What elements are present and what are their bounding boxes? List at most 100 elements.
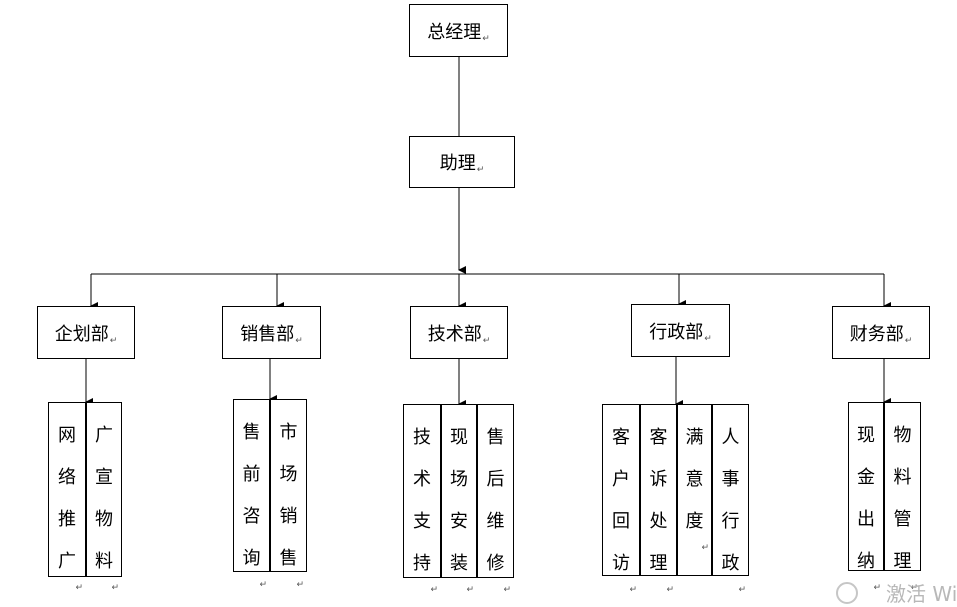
sub-unit-column: 物料管理 ↵ [884, 402, 921, 593]
node-general-manager: 总经理↵ [409, 4, 508, 57]
node-assistant-label: 助理 [439, 153, 476, 174]
sub-unit-column: 客诉处理 ↵ [640, 404, 677, 595]
watermark-text: 激活 Wi [886, 582, 957, 606]
paragraph-mark: ↵ [296, 580, 304, 590]
sub-unit-char: 处 [649, 511, 668, 532]
sub-unit-char: 意 [685, 469, 704, 490]
sub-unit-column: 售后维修 ↵ [477, 404, 514, 595]
sub-unit-column: 现场安装 ↵ [441, 404, 477, 595]
sub-unit-char: 回 [612, 511, 630, 532]
sub-unit-column: 现金出纳 ↵ [848, 402, 884, 593]
sub-unit-column: 售前咨询 ↵ [233, 399, 270, 590]
sub-unit-char: 装 [450, 553, 468, 574]
node-dept-jishu: 技术部↵ [410, 306, 508, 359]
sub-unit-char: 持 [413, 553, 431, 574]
sub-unit-char: 咨 [242, 506, 261, 527]
sub-unit-char: 售 [279, 548, 298, 569]
sub-unit-char: 访 [612, 553, 630, 574]
paragraph-mark: ↵ [666, 585, 674, 595]
sub-unit-char: 支 [413, 511, 431, 532]
sub-unit-char: 宣 [95, 467, 113, 488]
sub-unit-char: 安 [450, 511, 468, 532]
sub-unit-char: 物 [893, 425, 912, 446]
paragraph-mark: ↵ [259, 580, 267, 590]
sub-unit-char: 理 [893, 551, 912, 572]
paragraph-mark: ↵ [75, 583, 83, 593]
paragraph-mark: ↵ [111, 583, 119, 593]
sub-unit-char: 售 [486, 427, 505, 448]
node-dept-caiwu: 财务部↵ [832, 306, 930, 359]
node-dept-qihua: 企划部↵ [37, 306, 135, 359]
paragraph-mark: ↵ [476, 165, 485, 175]
node-general-manager-label: 总经理 [427, 21, 482, 43]
sub-unit-char: 出 [857, 509, 875, 530]
dept-label: 财务部 [849, 323, 904, 345]
node-dept-xiaoshou: 销售部↵ [222, 306, 321, 359]
sub-unit-char: 诉 [649, 469, 668, 490]
sub-unit-char: 后 [486, 469, 505, 490]
sub-unit-char: 询 [242, 548, 261, 569]
sub-unit-char: 度 [685, 511, 704, 532]
sub-unit-column: 技术支持 ↵ [403, 404, 441, 595]
paragraph-mark: ↵ [503, 585, 511, 595]
paragraph-mark: ↵ [701, 543, 709, 553]
sub-unit-char: 术 [413, 469, 431, 490]
sub-unit-char: 现 [450, 427, 468, 448]
paragraph-mark: ↵ [629, 585, 637, 595]
sub-unit-char: 物 [95, 509, 113, 530]
paragraph-mark: ↵ [482, 34, 490, 44]
sub-unit-char: 行 [721, 511, 740, 532]
paragraph-mark: ↵ [873, 583, 881, 593]
paragraph-mark: ↵ [738, 585, 746, 595]
sub-unit-char: 金 [857, 467, 875, 488]
dept-label: 技术部 [427, 323, 482, 345]
sub-unit-char: 场 [279, 464, 298, 485]
sub-unit-char: 修 [486, 553, 505, 574]
paragraph-mark: ↵ [482, 336, 491, 346]
sub-unit-char: 技 [413, 427, 431, 448]
sub-unit-char: 客 [649, 427, 668, 448]
sub-unit-char: 场 [450, 469, 468, 490]
sub-unit-char: 管 [893, 509, 912, 530]
sub-unit-char: 市 [279, 422, 298, 443]
sub-unit-char: 维 [486, 511, 505, 532]
sub-unit-column: 市场销售 ↵ [270, 399, 307, 590]
sub-unit-char: 政 [721, 553, 740, 574]
sub-unit-char: 理 [649, 553, 668, 574]
sub-unit-char: 料 [893, 467, 912, 488]
sub-unit-column: 人事行政 ↵ [712, 404, 749, 595]
paragraph-mark: ↵ [704, 334, 712, 344]
sub-unit-column: 广宣物料 ↵ [86, 402, 122, 593]
sub-unit-char: 销 [279, 506, 298, 527]
dept-label: 销售部 [240, 323, 295, 345]
dept-label: 行政部 [649, 321, 704, 343]
paragraph-mark: ↵ [109, 336, 118, 346]
node-dept-xingzheng: 行政部↵ [631, 304, 730, 357]
sub-unit-char: 售 [242, 422, 261, 443]
node-assistant: 助理↵ [409, 136, 515, 188]
paragraph-mark: ↵ [295, 336, 303, 346]
sub-unit-char: 人 [721, 427, 740, 448]
paragraph-mark: ↵ [910, 583, 918, 593]
sub-unit-column: 客户回访 ↵ [602, 404, 640, 595]
paragraph-mark: ↵ [466, 585, 474, 595]
sub-unit-char: 广 [58, 551, 76, 572]
activation-icon [836, 582, 858, 604]
sub-unit-char: 满 [685, 427, 704, 448]
sub-unit-char: 现 [857, 425, 875, 446]
paragraph-mark: ↵ [904, 336, 913, 346]
sub-unit-char: 客 [612, 427, 630, 448]
sub-unit-char: 网 [58, 425, 76, 446]
sub-unit-column: 网络推广↵ [48, 402, 86, 593]
sub-unit-column: 满意度 ↵ [677, 404, 712, 576]
sub-unit-char: 事 [721, 469, 740, 490]
paragraph-mark: ↵ [430, 585, 438, 595]
sub-unit-char: 推 [58, 509, 76, 530]
sub-unit-char: 户 [612, 469, 630, 490]
sub-unit-char: 料 [95, 551, 113, 572]
sub-unit-char: 纳 [857, 551, 875, 572]
sub-unit-char: 前 [242, 464, 261, 485]
dept-label: 企划部 [54, 323, 109, 345]
sub-unit-char: 广 [95, 425, 113, 446]
